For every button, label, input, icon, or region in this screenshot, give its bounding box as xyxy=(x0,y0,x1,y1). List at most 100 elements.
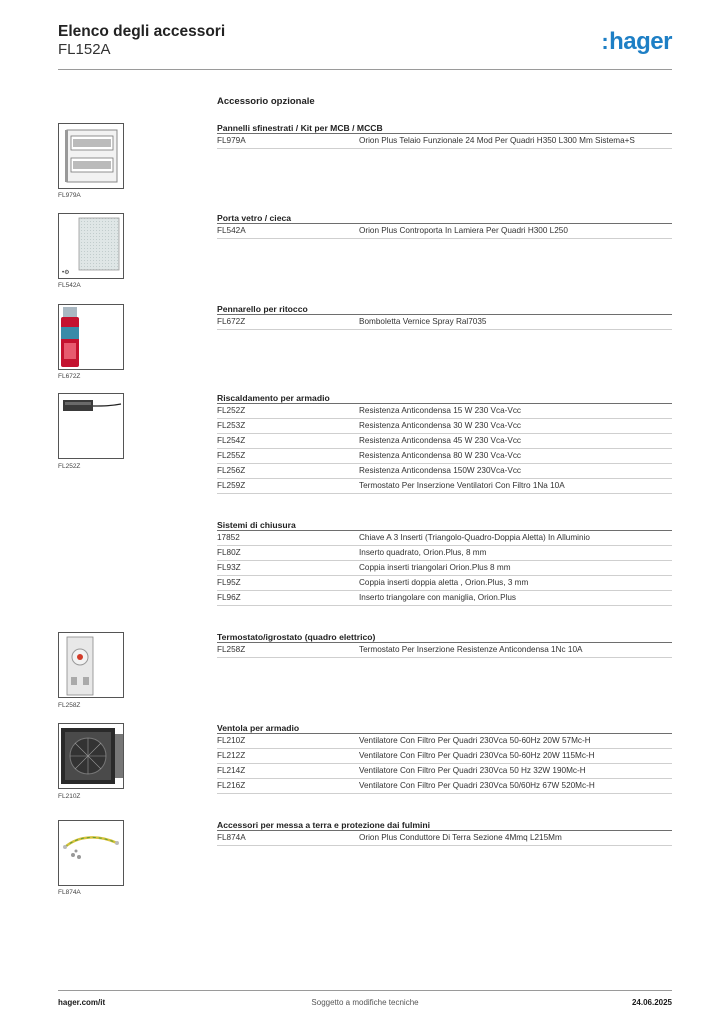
article-description: Coppia inserti triangolari Orion.Plus 8 … xyxy=(359,563,511,572)
page-footer: hager.com/it Soggetto a modifiche tecnic… xyxy=(58,990,672,1010)
group-pannelli: Pannelli sfinestrati / Kit per MCB / MCC… xyxy=(217,122,672,149)
section-label: Accessorio opzionale xyxy=(217,96,315,107)
group-pennarello: Pennarello per ritocco FL672Z Bomboletta… xyxy=(217,303,672,330)
image-caption: FL979A xyxy=(58,192,81,199)
image-caption: FL210Z xyxy=(58,793,81,800)
table-row: FL672Z Bomboletta Vernice Spray Ral7035 xyxy=(217,315,672,330)
svg-text:•⚙: •⚙ xyxy=(62,269,69,276)
table-row: FL93Z Coppia inserti triangolari Orion.Pl… xyxy=(217,561,672,576)
group-riscaldamento: Riscaldamento per armadio FL252Z Resisten… xyxy=(217,392,672,494)
group-title: Pannelli sfinestrati / Kit per MCB / MCC… xyxy=(217,122,672,134)
group-title: Termostato/igrostato (quadro elettrico) xyxy=(217,631,672,643)
footer-website-link[interactable]: hager.com/it xyxy=(58,998,106,1007)
article-code: FL252Z xyxy=(217,406,246,415)
article-code: FL874A xyxy=(217,833,246,842)
article-description: Inserto quadrato, Orion.Plus, 8 mm xyxy=(359,548,487,557)
table-row: FL96Z Inserto triangolare con maniglia, O… xyxy=(217,591,672,606)
article-description: Resistenza Anticondensa 45 W 230 Vca-Vcc xyxy=(359,436,522,445)
footer-disclaimer: Soggetto a modifiche tecniche xyxy=(311,998,419,1007)
article-code: FL93Z xyxy=(217,563,241,572)
article-description: Bomboletta Vernice Spray Ral7035 xyxy=(359,317,487,326)
article-description: Resistenza Anticondensa 15 W 230 Vca-Vcc xyxy=(359,406,522,415)
table-row: FL95Z Coppia inserti doppia aletta , Orio… xyxy=(217,576,672,591)
article-code: FL258Z xyxy=(217,645,246,654)
article-code: FL253Z xyxy=(217,421,246,430)
article-code: FL255Z xyxy=(217,451,246,460)
article-description: Resistenza Anticondensa 150W 230Vca-Vcc xyxy=(359,466,522,475)
product-image-fl252z xyxy=(58,393,124,459)
article-description: Ventilatore Con Filtro Per Quadri 230Vca… xyxy=(359,751,595,760)
table-row: FL979A Orion Plus Telaio Funzionale 24 M… xyxy=(217,134,672,149)
table-row: FL214Z Ventilatore Con Filtro Per Quadri … xyxy=(217,764,672,779)
table-row: FL256Z Resistenza Anticondensa 150W 230Vc… xyxy=(217,464,672,479)
article-code: FL254Z xyxy=(217,436,246,445)
image-caption: FL672Z xyxy=(58,373,81,380)
group-title: Accessori per messa a terra e protezione… xyxy=(217,819,672,831)
group-title: Sistemi di chiusura xyxy=(217,519,672,531)
group-title: Riscaldamento per armadio xyxy=(217,392,672,404)
table-row: FL252Z Resistenza Anticondensa 15 W 230 V… xyxy=(217,404,672,419)
article-description: Termostato Per Inserzione Ventilatori Co… xyxy=(359,481,565,490)
article-description: Resistenza Anticondensa 30 W 230 Vca-Vcc xyxy=(359,421,522,430)
article-description: Coppia inserti doppia aletta , Orion.Plu… xyxy=(359,578,529,587)
group-messa-a-terra: Accessori per messa a terra e protezione… xyxy=(217,819,672,846)
article-description: Orion Plus Controporta In Lamiera Per Qu… xyxy=(359,226,568,235)
product-image-fl258z xyxy=(58,632,124,698)
article-description: Inserto triangolare con maniglia, Orion.… xyxy=(359,593,517,602)
product-image-fl979a xyxy=(58,123,124,189)
image-caption: FL874A xyxy=(58,889,81,896)
table-row: FL542A Orion Plus Controporta In Lamiera… xyxy=(217,224,672,239)
table-row: FL874A Orion Plus Conduttore Di Terra Sez… xyxy=(217,831,672,846)
article-description: Ventilatore Con Filtro Per Quadri 230Vca… xyxy=(359,766,586,775)
article-code: FL259Z xyxy=(217,481,246,490)
article-description: Orion Plus Conduttore Di Terra Sezione 4… xyxy=(359,833,562,842)
table-row: FL212Z Ventilatore Con Filtro Per Quadri … xyxy=(217,749,672,764)
article-description: Orion Plus Telaio Funzionale 24 Mod Per … xyxy=(359,136,635,145)
article-code: FL210Z xyxy=(217,736,246,745)
article-description: Ventilatore Con Filtro Per Quadri 230Vca… xyxy=(359,736,591,745)
article-code: FL672Z xyxy=(217,317,246,326)
article-description: Termostato Per Inserzione Resistenze Ant… xyxy=(359,645,583,654)
group-termostato: Termostato/igrostato (quadro elettrico) … xyxy=(217,631,672,658)
article-code: FL216Z xyxy=(217,781,246,790)
page-header: Elenco degli accessori FL152A :hager xyxy=(58,22,672,70)
table-row: FL254Z Resistenza Anticondensa 45 W 230 V… xyxy=(217,434,672,449)
article-code: 17852 xyxy=(217,533,240,542)
product-image-fl672z xyxy=(58,304,124,370)
table-row: FL80Z Inserto quadrato, Orion.Plus, 8 mm xyxy=(217,546,672,561)
group-ventola: Ventola per armadio FL210Z Ventilatore Co… xyxy=(217,722,672,794)
article-code: FL95Z xyxy=(217,578,241,587)
table-row: FL258Z Termostato Per Inserzione Resisten… xyxy=(217,643,672,658)
table-row: FL255Z Resistenza Anticondensa 80 W 230 V… xyxy=(217,449,672,464)
group-porta: Porta vetro / cieca FL542A Orion Plus Co… xyxy=(217,212,672,239)
table-row: 17852 Chiave A 3 Inserti (Triangolo-Quadr… xyxy=(217,531,672,546)
image-caption: FL542A xyxy=(58,282,81,289)
group-title: Ventola per armadio xyxy=(217,722,672,734)
document-title: Elenco degli accessori xyxy=(58,23,226,40)
article-code: FL80Z xyxy=(217,548,241,557)
article-description: Chiave A 3 Inserti (Triangolo-Quadro-Dop… xyxy=(359,533,590,542)
hager-logo: :hager xyxy=(601,28,672,55)
group-title: Pennarello per ritocco xyxy=(217,303,672,315)
image-caption: FL252Z xyxy=(58,463,81,470)
table-row: FL259Z Termostato Per Inserzione Ventilat… xyxy=(217,479,672,494)
article-code: FL979A xyxy=(217,136,246,145)
article-code: FL256Z xyxy=(217,466,246,475)
document-subtitle: FL152A xyxy=(58,41,111,58)
article-code: FL212Z xyxy=(217,751,246,760)
product-image-fl874a xyxy=(58,820,124,886)
article-code: FL96Z xyxy=(217,593,241,602)
image-caption: FL258Z xyxy=(58,702,81,709)
article-code: FL542A xyxy=(217,226,246,235)
table-row: FL253Z Resistenza Anticondensa 30 W 230 V… xyxy=(217,419,672,434)
footer-date: 24.06.2025 xyxy=(631,998,672,1007)
product-image-fl210z xyxy=(58,723,124,789)
article-description: Resistenza Anticondensa 80 W 230 Vca-Vcc xyxy=(359,451,522,460)
table-row: FL216Z Ventilatore Con Filtro Per Quadri … xyxy=(217,779,672,794)
table-row: FL210Z Ventilatore Con Filtro Per Quadri … xyxy=(217,734,672,749)
article-code: FL214Z xyxy=(217,766,246,775)
group-chiusura: Sistemi di chiusura 17852 Chiave A 3 Inse… xyxy=(217,519,672,606)
article-description: Ventilatore Con Filtro Per Quadri 230Vca… xyxy=(359,781,595,790)
product-image-fl542a: •⚙ xyxy=(58,213,124,279)
group-title: Porta vetro / cieca xyxy=(217,212,672,224)
